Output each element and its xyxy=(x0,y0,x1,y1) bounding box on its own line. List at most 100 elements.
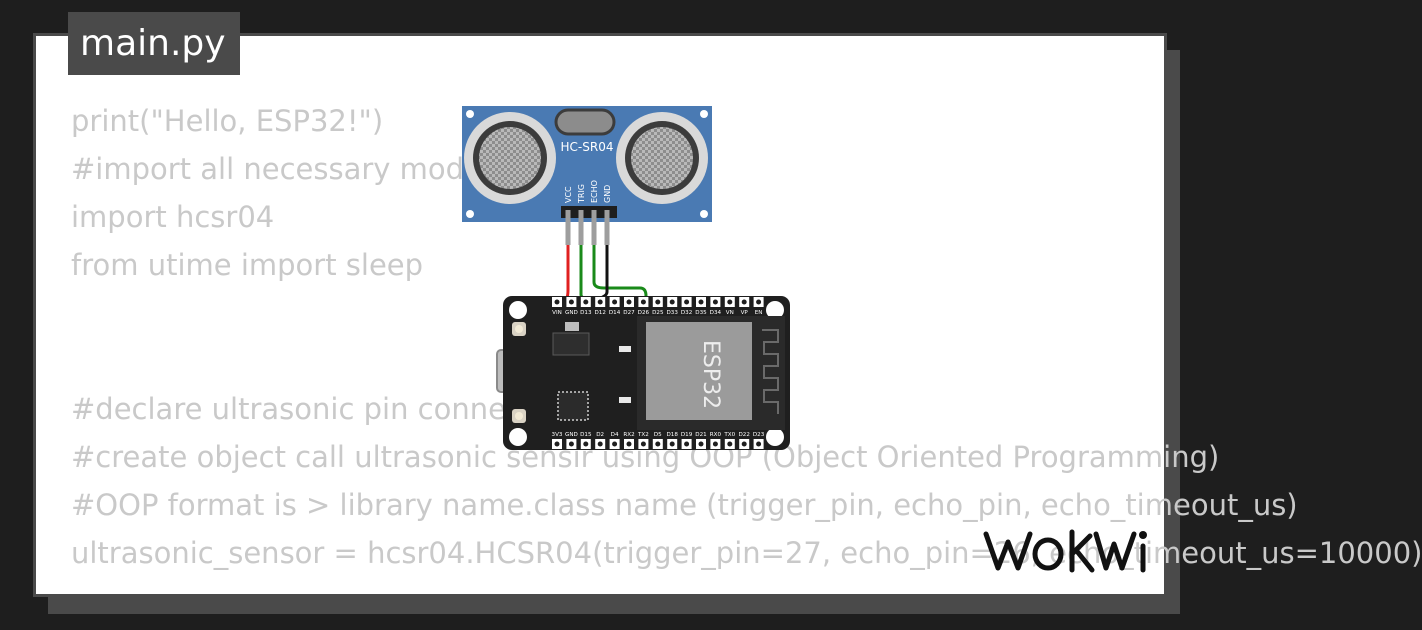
pin-label: RX2 xyxy=(623,432,634,438)
header-pin-hole xyxy=(640,441,646,447)
usb-uart-chip xyxy=(557,391,589,421)
regulator-tab xyxy=(565,322,579,331)
wire-vcc[interactable] xyxy=(561,245,570,304)
pin-label: D26 xyxy=(638,310,650,316)
header-pin-hole xyxy=(568,299,574,305)
pin-label: D27 xyxy=(623,310,635,316)
pin-label: D23 xyxy=(753,432,765,438)
header-pin-hole xyxy=(669,299,675,305)
pin-label: D19 xyxy=(681,432,693,438)
wire-echo[interactable] xyxy=(592,245,648,302)
header-pin-hole xyxy=(698,441,704,447)
esp32-shield-can xyxy=(646,322,752,420)
wire-trig[interactable] xyxy=(579,245,629,304)
pin-label: VIN xyxy=(552,310,562,316)
pin-label-gnd: GND xyxy=(603,185,612,203)
top-pin-header xyxy=(552,297,764,307)
pin-label: D35 xyxy=(695,310,707,316)
mount-hole xyxy=(700,110,708,118)
pin-label: D32 xyxy=(681,310,692,316)
esp32-label: ESP32 xyxy=(698,340,723,409)
bottom-pin-header xyxy=(552,439,764,449)
pin-label: D13 xyxy=(580,310,592,316)
mount-hole xyxy=(466,110,474,118)
pin-label: EN xyxy=(755,310,763,316)
pin-label: D33 xyxy=(666,310,678,316)
mount-hole xyxy=(509,428,527,446)
pin-label: D2 xyxy=(596,432,604,438)
mount-hole xyxy=(509,301,527,319)
header-pin-hole xyxy=(568,441,574,447)
pin-label: D22 xyxy=(738,432,749,438)
pin-label: D18 xyxy=(666,432,678,438)
header-pin-hole xyxy=(756,299,762,305)
header-pin-hole xyxy=(727,299,733,305)
header-pin-hole xyxy=(612,299,618,305)
header-pin-hole xyxy=(554,299,560,305)
header-pin-hole xyxy=(698,299,704,305)
pin-label: D5 xyxy=(654,432,662,438)
pin-label: D12 xyxy=(594,310,605,316)
pin-label: VN xyxy=(726,310,734,316)
wires xyxy=(561,210,648,304)
pin-label: D21 xyxy=(695,432,707,438)
mount-hole xyxy=(466,210,474,218)
header-pin-hole xyxy=(583,441,589,447)
code-line: import hcsr04 xyxy=(71,200,275,234)
header-pin-hole xyxy=(741,441,747,447)
file-tab[interactable]: main.py xyxy=(68,12,240,75)
pin-label: GND xyxy=(565,310,578,316)
pin-label: RX0 xyxy=(710,432,722,438)
header-pin-hole xyxy=(684,299,690,305)
header-pin-hole xyxy=(655,441,661,447)
mount-hole xyxy=(766,428,784,446)
voltage-regulator xyxy=(552,332,590,356)
pin-label: GND xyxy=(565,432,578,438)
pin-header xyxy=(561,206,617,218)
header-pin-hole xyxy=(741,299,747,305)
header-pin-hole xyxy=(612,441,618,447)
hc-sr04-sensor[interactable]: HC-SR04 VCC TRIG ECHO GND xyxy=(462,106,712,222)
code-line: from utime import sleep xyxy=(71,248,424,282)
reset-button-cap xyxy=(515,412,523,420)
smd-component xyxy=(619,397,631,403)
mount-hole xyxy=(766,301,784,319)
antenna-trace xyxy=(762,329,779,414)
pin-label-vcc: VCC xyxy=(564,186,573,203)
boot-button-cap xyxy=(515,325,523,333)
pin-label: TX2 xyxy=(637,432,649,438)
header-pin-hole xyxy=(756,441,762,447)
pin-label-echo: ECHO xyxy=(590,180,599,203)
crystal xyxy=(554,108,616,136)
header-pin-hole xyxy=(626,299,632,305)
pin-label: VP xyxy=(741,310,749,316)
pin-label: D4 xyxy=(611,432,619,438)
pin-label-trig: TRIG xyxy=(577,184,586,204)
pin-label: 3V3 xyxy=(552,432,563,438)
pin-label: TX0 xyxy=(723,432,735,438)
transducer-mesh xyxy=(479,127,541,189)
header-pin-hole xyxy=(583,299,589,305)
header-pin-hole xyxy=(655,299,661,305)
smd-component xyxy=(619,346,631,352)
header-pin-hole xyxy=(626,441,632,447)
sensor-label: HC-SR04 xyxy=(561,140,614,154)
code-line: #declare ultrasonic pin connection xyxy=(71,392,578,426)
header-pin-hole xyxy=(727,441,733,447)
pin-label: D14 xyxy=(609,310,621,316)
header-pin-hole xyxy=(554,441,560,447)
header-pin-hole xyxy=(712,299,718,305)
code-line: print("Hello, ESP32!") xyxy=(71,104,384,138)
header-pin-hole xyxy=(669,441,675,447)
header-pin-hole xyxy=(640,299,646,305)
code-line: #OOP format is > library name.class name… xyxy=(71,488,1298,522)
wokwi-logo xyxy=(983,529,1147,573)
header-pin-hole xyxy=(597,299,603,305)
pin-label: D25 xyxy=(652,310,664,316)
header-pin-hole xyxy=(597,441,603,447)
transducer-mesh xyxy=(631,127,693,189)
pin-label: D34 xyxy=(710,310,722,316)
